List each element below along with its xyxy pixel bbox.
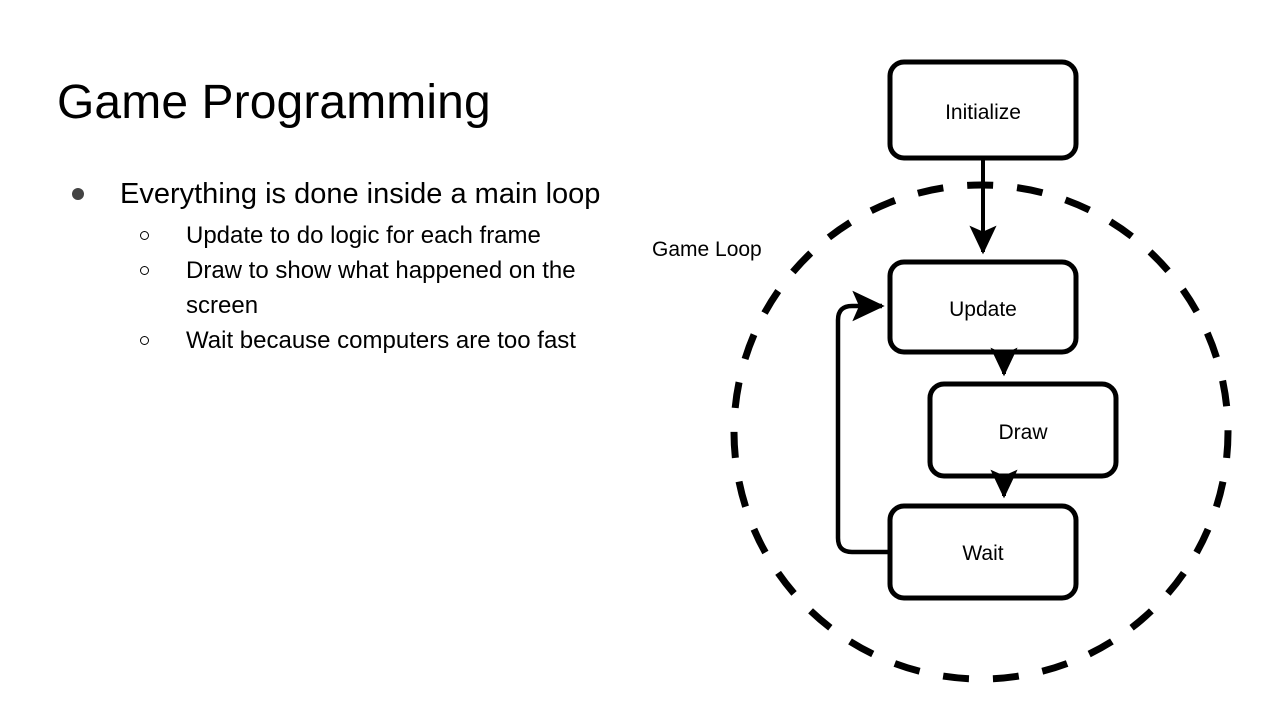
bullet-text-level2: Wait because computers are too fast — [186, 327, 576, 354]
node-initialize[interactable]: Initialize — [887, 59, 1079, 161]
bullet-circle-icon — [140, 231, 149, 240]
game-loop-diagram: Game Loop Initialize Update Draw — [620, 0, 1280, 720]
bullet-circle-icon — [140, 266, 149, 275]
node-update-label: Update — [949, 298, 1017, 321]
node-draw-label: Draw — [998, 421, 1048, 444]
node-wait[interactable]: Wait — [887, 503, 1079, 601]
node-draw-box — [927, 381, 1119, 479]
page-title: Game Programming — [57, 76, 491, 129]
sub-bullet-list: Update to do logic for each frame Draw t… — [62, 218, 602, 358]
slide-text-column: Game Programming Everything is done insi… — [57, 76, 602, 358]
node-wait-label: Wait — [962, 542, 1003, 565]
bullet-disc-icon — [72, 188, 84, 200]
bullet-circle-icon — [140, 336, 149, 345]
node-initialize-label: Initialize — [945, 101, 1021, 124]
edge-wait-to-update-feedback — [835, 290, 890, 555]
bullet-list: Everything is done inside a main loop Up… — [62, 172, 602, 358]
node-draw[interactable]: Draw — [927, 381, 1119, 479]
list-item: Everything is done inside a main loop — [62, 172, 602, 216]
list-item: Wait because computers are too fast — [62, 323, 602, 358]
bullet-text-level1: Everything is done inside a main loop — [120, 178, 601, 210]
list-item: Draw to show what happened on the screen — [62, 253, 602, 323]
node-update[interactable]: Update — [887, 259, 1079, 355]
game-loop-label: Game Loop — [652, 238, 762, 261]
node-update-box — [887, 259, 1079, 355]
list-item: Update to do logic for each frame — [62, 218, 602, 253]
bullet-text-level2: Draw to show what happened on the screen — [186, 257, 576, 319]
bullet-text-level2: Update to do logic for each frame — [186, 222, 541, 249]
